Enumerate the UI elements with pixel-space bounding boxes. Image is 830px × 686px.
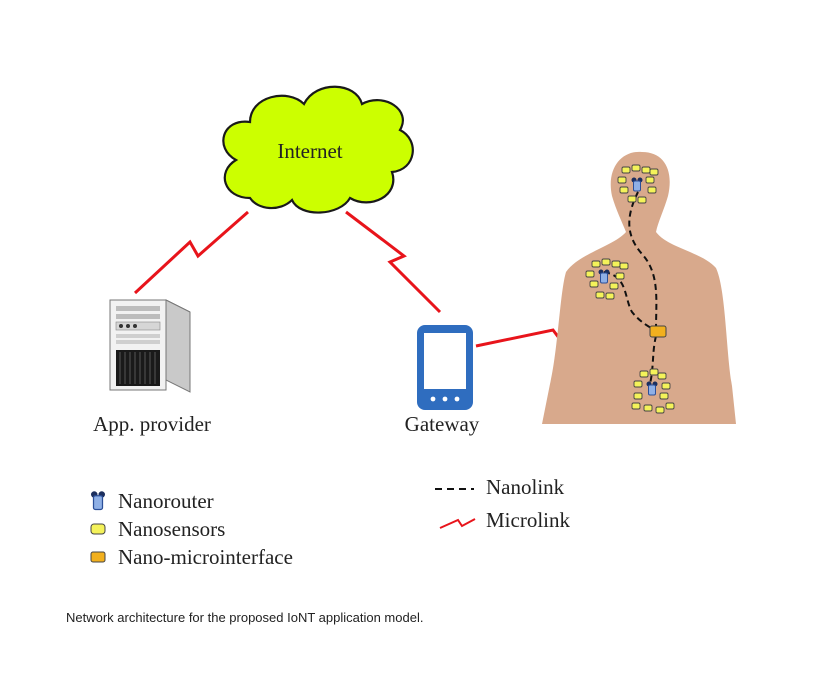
nanosensor-legend-icon bbox=[90, 523, 106, 535]
gateway-screen bbox=[424, 333, 466, 389]
app-provider-server: App. provider bbox=[93, 299, 211, 436]
cloud-shape bbox=[222, 85, 414, 214]
nanorouter-legend-icon bbox=[91, 491, 105, 511]
internet-cloud: Internet bbox=[222, 85, 414, 214]
server-vent bbox=[116, 350, 160, 386]
nanolink-head-interface bbox=[628, 191, 658, 331]
microlink-cloud-provider bbox=[133, 210, 249, 295]
nano-microinterface-legend-icon bbox=[90, 551, 106, 563]
figure-caption: Network architecture for the proposed Io… bbox=[66, 610, 424, 625]
microlink-legend-icon bbox=[439, 518, 476, 529]
gateway-device: Gateway bbox=[405, 325, 480, 436]
app-provider-label: App. provider bbox=[93, 412, 211, 436]
nano-microinterface-node bbox=[649, 325, 667, 338]
gateway-label: Gateway bbox=[405, 412, 480, 436]
legend-nanolink-label: Nanolink bbox=[486, 475, 565, 499]
legend-nanosensors-label: Nanosensors bbox=[118, 517, 226, 541]
legend-icons bbox=[90, 488, 476, 563]
legend-nano-microinterface-label: Nano-microinterface bbox=[118, 545, 293, 569]
human-body bbox=[542, 151, 736, 424]
body-silhouette bbox=[542, 151, 736, 424]
legend-nanorouter-label: Nanorouter bbox=[118, 489, 214, 513]
internet-label: Internet bbox=[277, 139, 342, 163]
microlink-cloud-gateway bbox=[345, 210, 442, 314]
legend-microlink-label: Microlink bbox=[486, 508, 570, 532]
nanolink-interface-abdomen bbox=[649, 335, 657, 385]
server-side bbox=[165, 299, 191, 393]
